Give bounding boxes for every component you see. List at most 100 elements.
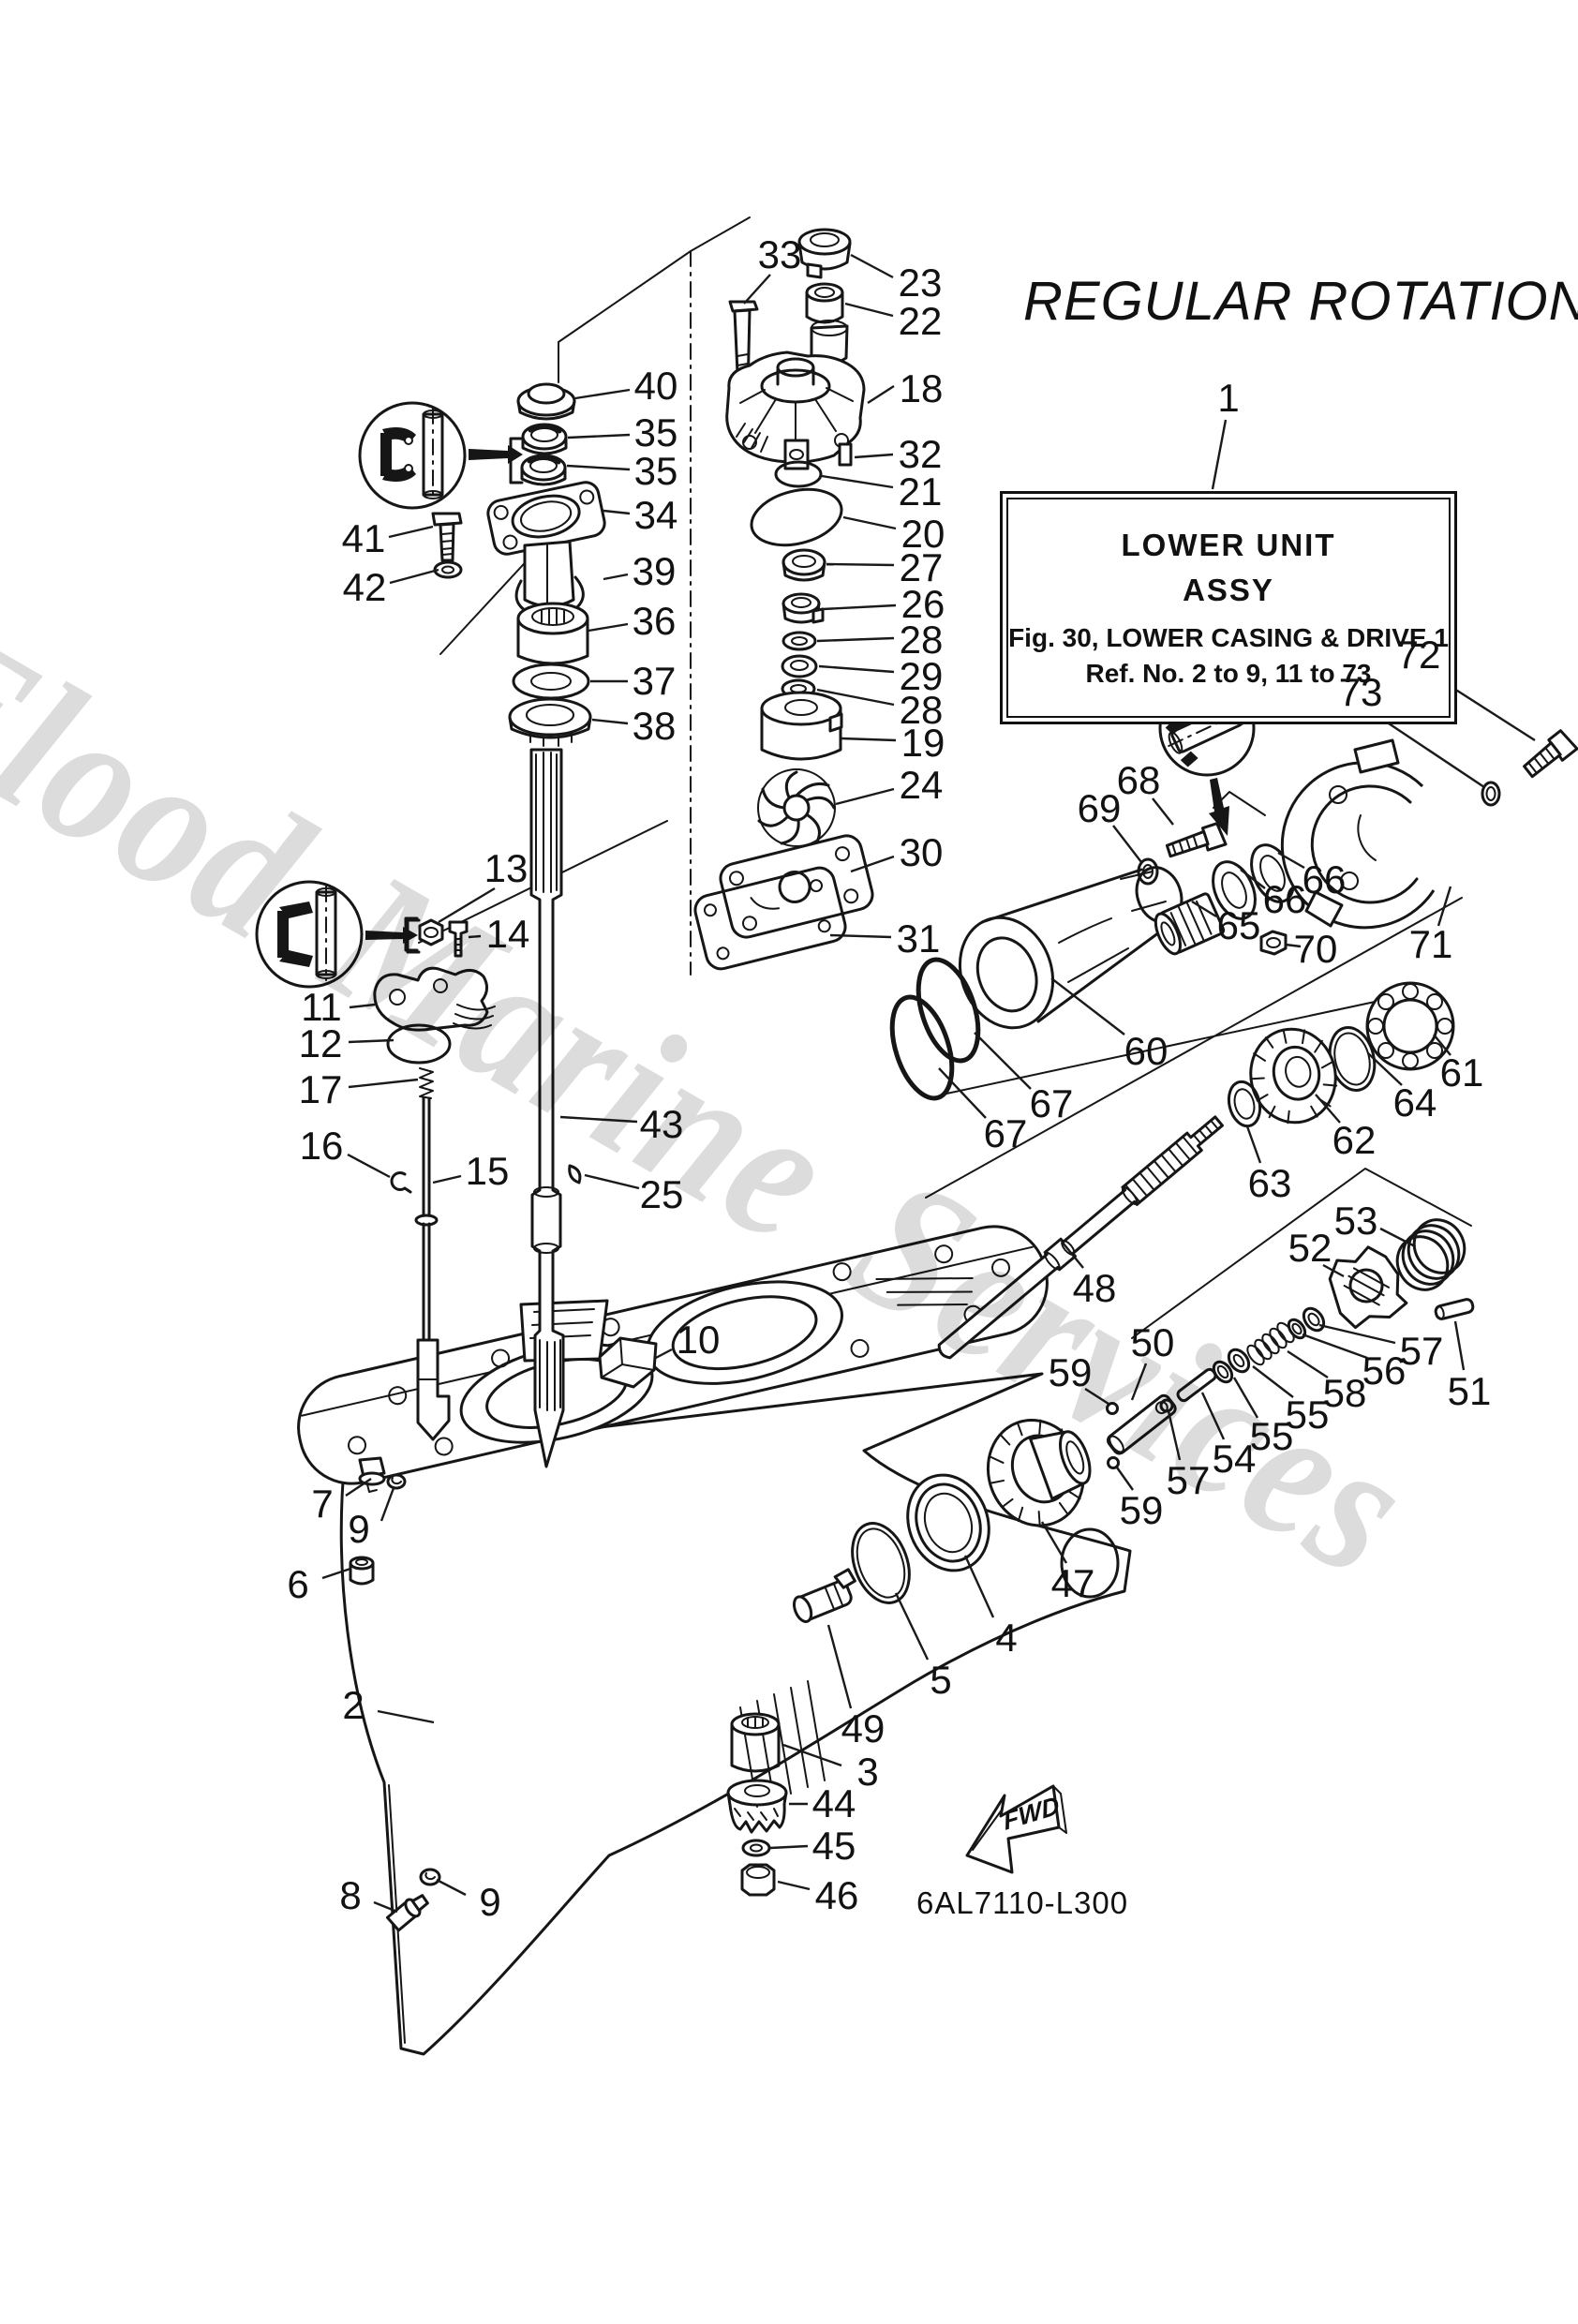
part-label-57: 57 xyxy=(1399,1329,1444,1373)
leader-line-45 xyxy=(769,1844,809,1850)
part-label-66: 66 xyxy=(1262,877,1307,921)
leader-line-40 xyxy=(574,388,631,400)
part-label-28: 28 xyxy=(899,618,944,662)
part-label-8: 8 xyxy=(339,1873,362,1917)
leader-line-50 xyxy=(1130,1363,1148,1401)
part-label-9: 9 xyxy=(348,1507,370,1551)
part-label-14: 14 xyxy=(485,912,530,956)
leader-line-66 xyxy=(1277,851,1305,870)
washer-29 xyxy=(781,654,818,678)
part-label-7: 7 xyxy=(311,1482,334,1526)
part-label-2: 2 xyxy=(342,1683,365,1727)
part-label-73: 73 xyxy=(1338,670,1383,714)
nut-46 xyxy=(740,1863,776,1897)
pin-51 xyxy=(1434,1298,1475,1320)
leader-line-20 xyxy=(842,515,897,530)
leader-line-21 xyxy=(821,474,894,489)
leader-line-48 xyxy=(1062,1242,1084,1269)
leader-line-59 xyxy=(1084,1387,1109,1406)
driveshaft xyxy=(529,748,582,1468)
leader-line-2 xyxy=(377,1709,435,1724)
leader-line-67 xyxy=(974,1032,1032,1090)
part-label-57: 57 xyxy=(1166,1458,1211,1502)
bracket-13-14 xyxy=(404,916,419,952)
cam-follower-49 xyxy=(793,1568,856,1624)
leader-line-10 xyxy=(653,1348,673,1361)
info-box-line2: ASSY xyxy=(1183,572,1274,607)
leader-line-57 xyxy=(1167,1410,1182,1461)
leader-line-66 xyxy=(1240,869,1266,889)
woodruff-key xyxy=(568,1164,582,1184)
leader-line-58 xyxy=(1287,1349,1329,1379)
washer-57a xyxy=(1302,1306,1326,1333)
leader-line-24 xyxy=(835,787,895,806)
part-label-31: 31 xyxy=(896,916,941,961)
leader-line-9 xyxy=(436,1878,467,1897)
pinion-gear-44 xyxy=(726,1779,788,1834)
o-ring-5 xyxy=(851,1522,911,1604)
dowel-pin-32 xyxy=(838,442,853,467)
part-label-45: 45 xyxy=(811,1824,856,1868)
part-label-10: 10 xyxy=(676,1318,721,1362)
leader-line-26 xyxy=(822,603,897,611)
pump-gasket-31 xyxy=(693,866,847,971)
info-box-line4: Ref. No. 2 to 9, 11 to 73 xyxy=(1085,658,1372,688)
leader-line-6 xyxy=(321,1567,351,1580)
water-pump-assembly xyxy=(693,228,874,971)
part-label-49: 49 xyxy=(841,1706,886,1750)
leader-line-23 xyxy=(850,253,894,279)
leader-line-60 xyxy=(1050,977,1125,1035)
part-label-58: 58 xyxy=(1322,1371,1367,1415)
trim-tab-10 xyxy=(598,1336,658,1389)
gasket-21 xyxy=(774,460,823,488)
bearing-35a xyxy=(521,423,568,455)
ball-59b xyxy=(1107,1456,1120,1469)
insert-cartridge-23 xyxy=(797,228,852,279)
leader-line-32 xyxy=(854,453,894,459)
part-label-22: 22 xyxy=(898,299,943,343)
leader-line-35 xyxy=(567,433,631,439)
detail-circle-driveshaft-clip xyxy=(358,401,524,510)
part-label-37: 37 xyxy=(632,659,677,703)
leader-line-64 xyxy=(1367,1052,1403,1086)
leader-line-30 xyxy=(850,855,895,873)
collar-26 xyxy=(782,592,825,624)
seal-38 xyxy=(508,697,592,747)
leader-line-34 xyxy=(603,509,631,515)
leader-line-7 xyxy=(345,1478,372,1497)
shift-rod-assembly xyxy=(373,918,496,1441)
pump-cup-19 xyxy=(760,691,843,761)
impeller-24 xyxy=(757,768,836,847)
part-label-47: 47 xyxy=(1050,1561,1095,1605)
nut-70 xyxy=(1259,930,1288,956)
part-label-67: 67 xyxy=(983,1111,1028,1155)
forward-gear-62 xyxy=(1249,1027,1338,1125)
leader-line-70 xyxy=(1285,943,1302,948)
o-rings-67 xyxy=(889,957,981,1101)
lower-unit-assy-box-inner: LOWER UNIT ASSY Fig. 30, LOWER CASING & … xyxy=(1006,498,1451,718)
leader-line-63 xyxy=(1245,1125,1262,1164)
leader-line-28 xyxy=(816,688,895,707)
part-label-40: 40 xyxy=(633,364,678,408)
part-label-46: 46 xyxy=(814,1873,859,1917)
part-label-63: 63 xyxy=(1247,1161,1292,1205)
collars-55 xyxy=(1212,1348,1251,1384)
shift-cam xyxy=(373,966,496,1032)
cover-retainer-71 xyxy=(1280,738,1436,930)
part-label-38: 38 xyxy=(632,704,677,748)
leader-line-28 xyxy=(816,636,895,643)
part-label-39: 39 xyxy=(632,549,677,593)
leader-line-51 xyxy=(1453,1320,1466,1371)
leader-line-15 xyxy=(432,1174,462,1184)
page-title: REGULAR ROTATION xyxy=(1023,271,1578,332)
part-label-48: 48 xyxy=(1072,1266,1117,1310)
part-label-55: 55 xyxy=(1249,1414,1294,1458)
leader-line-47 xyxy=(1040,1521,1068,1564)
leader-line-61 xyxy=(1433,1034,1451,1056)
shift-plunger-cluster xyxy=(1106,1306,1326,1469)
part-label-5: 5 xyxy=(930,1658,952,1702)
oil-seals-66 xyxy=(1212,843,1295,920)
cap-40 xyxy=(516,382,576,421)
leader-line-71 xyxy=(1437,886,1452,927)
